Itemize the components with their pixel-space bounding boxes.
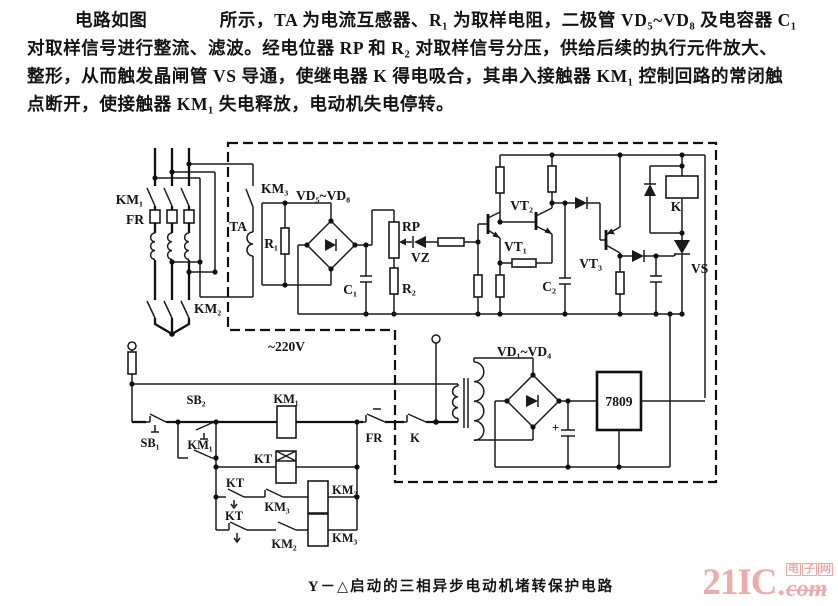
label-ta: TA [229, 219, 247, 234]
label-vt1: VT₁ [504, 239, 527, 254]
label-km3-coil: KM₃ [332, 531, 358, 545]
label-kt-coil: KT [254, 452, 273, 466]
label-sb2: SB₂ [186, 393, 205, 407]
paragraph-line: 对取样信号进行整流、滤波。经电位器 RP 和 R₂ 对取样信号分压，供给后续的执… [27, 38, 778, 58]
label-km2-no: KM₂ [271, 537, 297, 551]
dashed-module-border [226, 141, 718, 484]
label-c1: C₁ [343, 282, 357, 297]
label-kt-no: KT [226, 476, 245, 490]
current-transformer-ta: KM₃ TA [229, 164, 288, 297]
amplifier-trigger-stage: VT₁ VT₂ VT₃ C₂ [298, 152, 705, 317]
power-supply-section: VD₁~VD₄ 7809 + [436, 344, 705, 470]
watermark-com: com [786, 576, 828, 602]
label-cap-plus: + [552, 421, 559, 435]
label-km1-aux: KM₁ [187, 438, 213, 452]
label-vd5-vd8: VD₅~VD₈ [296, 188, 350, 203]
label-vs: VS [691, 261, 708, 276]
label-vz: VZ [411, 250, 430, 265]
label-phase-km1: KM₁ [116, 192, 143, 207]
watermark-dot: . [777, 569, 786, 602]
label-vt3: VT₃ [579, 256, 602, 271]
label-kt-nc: KT [225, 509, 244, 523]
label-km3-nc: KM₃ [264, 500, 290, 514]
sampling-rectifier-section: VD₅~VD₈ R₁ C₁ RP VZ R₂ [261, 188, 478, 317]
control-ladder: SB₁ SB₂ KM₁ KM₁ FR K KT KT KM₃ KM₂ KT KM… [132, 392, 458, 551]
label-sb1: SB₁ [140, 436, 159, 450]
intro-paragraph: 电路如图 所示，TA 为电流互感器、R₁ 为取样电阻，二极管 VD₅~VD₈ 及… [27, 6, 819, 118]
label-km1-coil: KM₁ [273, 392, 299, 406]
label-r1: R₁ [264, 236, 278, 251]
label-7809: 7809 [606, 394, 633, 409]
watermark-cn: 电 子 网 [786, 563, 833, 576]
figure-caption: Y－△启动的三相异步电动机堵转保护电路 [308, 579, 615, 595]
watermark-cn-char: 电 [786, 563, 801, 576]
label-k-relay: K [671, 199, 682, 214]
label-fr-contact: FR [366, 431, 384, 445]
watermark-cn-char: 子 [802, 563, 817, 576]
mains-supply: ~220V [127, 334, 458, 422]
label-km2-coil: KM₂ [332, 483, 358, 497]
three-phase-motor-section: KM₁ FR KM₂ [116, 148, 253, 337]
watermark-21ic: 21IC. 电 子 网 com [702, 563, 833, 601]
label-vd1-vd4: VD₁~VD₄ [497, 344, 551, 359]
label-phase-fr: FR [126, 212, 144, 227]
label-km3-contact: KM₃ [261, 181, 288, 196]
paragraph-line: 整形，从而触发晶闸管 VS 导通，使继电器 K 得电吸合，其串入接触器 KM₁ … [27, 66, 784, 86]
relay-k-thyristor-vs: K VS [644, 152, 708, 467]
watermark-brand: 21IC [702, 562, 777, 603]
label-k-contact: K [410, 431, 420, 445]
paragraph-line: 电路如图 所示，TA 为电流互感器、R₁ 为取样电阻，二极管 VD₅~VD₈ 及… [75, 10, 797, 30]
label-r2: R₂ [402, 281, 416, 296]
label-c2: C₂ [542, 279, 556, 294]
label-rp: RP [402, 219, 420, 234]
paragraph-line: 点断开，使接触器 KM₁ 失电释放，电动机失电停转。 [27, 94, 455, 114]
label-phase-km2: KM₂ [194, 301, 221, 316]
label-vt2: VT₂ [510, 198, 533, 213]
watermark-cn-char: 网 [818, 563, 833, 576]
label-220v: ~220V [268, 339, 305, 354]
